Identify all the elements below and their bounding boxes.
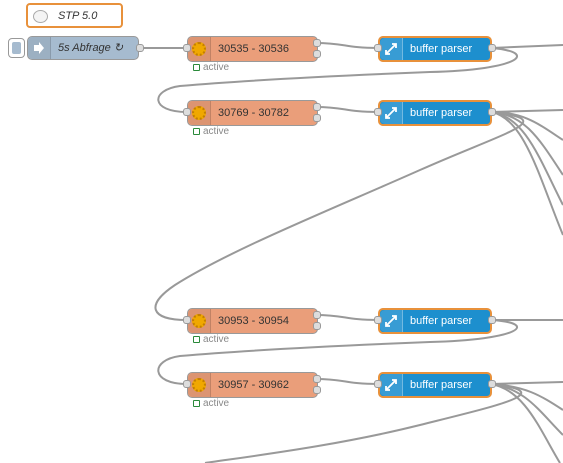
buffer-parser-label: buffer parser	[410, 107, 473, 119]
inject-trigger-fill	[12, 42, 21, 54]
inject-output-port[interactable]	[136, 44, 144, 52]
comment-label: STP 5.0	[58, 10, 98, 22]
wire-parser-4-out-4	[490, 383, 561, 463]
wire-parser-2-to-modbus-3	[154, 111, 525, 321]
modbus-2-input-port[interactable]	[183, 108, 191, 116]
modbus-gear-icon	[188, 101, 211, 125]
parser-1-output-port[interactable]	[488, 44, 496, 52]
modbus-3-output-port-1[interactable]	[313, 311, 321, 319]
buffer-parser-node-4[interactable]: buffer parser	[378, 372, 492, 398]
wire-parser-1-to-modbus-2	[157, 47, 518, 113]
wire-modbus-1-to-parser-1	[315, 42, 379, 49]
parser-2-output-port[interactable]	[488, 108, 496, 116]
expand-arrows-icon	[380, 102, 403, 124]
modbus-3-output-port-2[interactable]	[313, 322, 321, 330]
inject-trigger-button[interactable]	[8, 38, 25, 58]
parser-4-input-port[interactable]	[374, 380, 382, 388]
modbus-4-output-port-1[interactable]	[313, 375, 321, 383]
modbus-1-input-port[interactable]	[183, 44, 191, 52]
modbus-node-4[interactable]: 30957 - 30962	[187, 372, 318, 398]
wire-parser-2-out-3	[490, 111, 563, 176]
inject-arrow-icon	[28, 37, 51, 59]
status-dot-icon	[193, 64, 200, 71]
modbus-2-output-port-2[interactable]	[313, 114, 321, 122]
modbus-node-3[interactable]: 30953 - 30954	[187, 308, 318, 334]
modbus-node-label: 30957 - 30962	[218, 379, 289, 391]
modbus-node-2[interactable]: 30769 - 30782	[187, 100, 318, 126]
status-text: active	[203, 126, 230, 137]
status-text: active	[203, 62, 230, 73]
parser-1-input-port[interactable]	[374, 44, 382, 52]
modbus-node-1[interactable]: 30535 - 30536	[187, 36, 318, 62]
modbus-node-label: 30535 - 30536	[218, 43, 289, 55]
modbus-1-output-port-2[interactable]	[313, 50, 321, 58]
modbus-gear-icon	[188, 37, 211, 61]
modbus-1-status: active	[193, 62, 229, 73]
buffer-parser-label: buffer parser	[410, 379, 473, 391]
status-dot-icon	[193, 128, 200, 135]
modbus-4-output-port-2[interactable]	[313, 386, 321, 394]
modbus-4-status: active	[193, 398, 229, 409]
parser-2-input-port[interactable]	[374, 108, 382, 116]
modbus-node-label: 30953 - 30954	[218, 315, 289, 327]
modbus-node-label: 30769 - 30782	[218, 107, 289, 119]
buffer-parser-label: buffer parser	[410, 315, 473, 327]
modbus-4-input-port[interactable]	[183, 380, 191, 388]
status-text: active	[203, 398, 230, 409]
modbus-gear-icon	[188, 373, 211, 397]
wire-modbus-4-to-parser-4	[315, 378, 379, 385]
comment-icon	[33, 10, 48, 23]
status-dot-icon	[193, 336, 200, 343]
expand-arrows-icon	[380, 374, 403, 396]
expand-arrows-icon	[380, 38, 403, 60]
parser-3-input-port[interactable]	[374, 316, 382, 324]
parser-4-output-port[interactable]	[488, 380, 496, 388]
modbus-gear-icon	[188, 309, 211, 333]
wire-modbus-2-to-parser-2	[315, 106, 379, 113]
expand-arrows-icon	[380, 310, 403, 332]
inject-node-label: 5s Abfrage ↻	[58, 42, 124, 54]
status-text: active	[203, 334, 230, 345]
modbus-1-output-port-1[interactable]	[313, 39, 321, 47]
modbus-2-status: active	[193, 126, 229, 137]
wire-parser-4-out-1	[490, 381, 563, 385]
wire-parser-2-out-5	[490, 111, 563, 236]
modbus-3-status: active	[193, 334, 229, 345]
buffer-parser-node-1[interactable]: buffer parser	[378, 36, 492, 62]
status-dot-icon	[193, 400, 200, 407]
wire-parser-1-out	[490, 44, 563, 49]
buffer-parser-label: buffer parser	[410, 43, 473, 55]
inject-node[interactable]: 5s Abfrage ↻	[27, 36, 139, 60]
comment-node-stp[interactable]: STP 5.0	[26, 3, 123, 28]
buffer-parser-node-3[interactable]: buffer parser	[378, 308, 492, 334]
parser-3-output-port[interactable]	[488, 316, 496, 324]
wire-parser-4-to-next	[204, 383, 523, 463]
wire-parser-3-to-modbus-4	[157, 319, 518, 385]
buffer-parser-node-2[interactable]: buffer parser	[378, 100, 492, 126]
modbus-2-output-port-1[interactable]	[313, 103, 321, 111]
wire-modbus-3-to-parser-3	[315, 314, 379, 321]
modbus-3-input-port[interactable]	[183, 316, 191, 324]
